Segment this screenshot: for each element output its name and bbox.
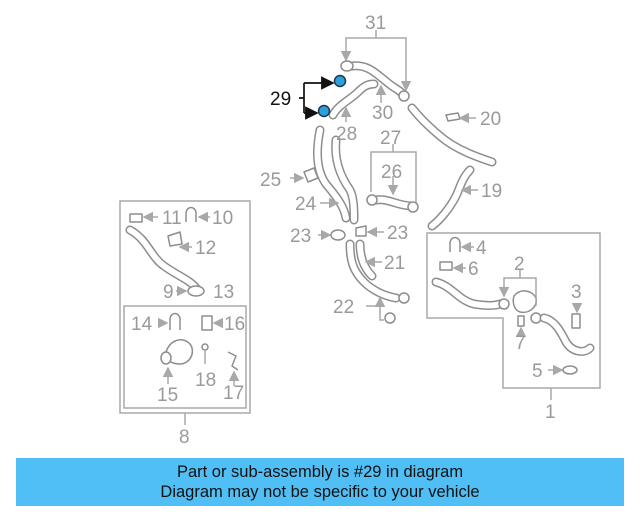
banner-line-2: Diagram may not be specific to your vehi… <box>160 483 480 501</box>
parts-23 <box>318 225 384 241</box>
pipe-24 <box>290 125 359 225</box>
callout-2: 2 <box>514 254 525 275</box>
callout-16: 16 <box>224 314 245 335</box>
callout-15: 15 <box>157 385 178 406</box>
callout-1: 1 <box>545 402 556 423</box>
callout-21: 21 <box>384 253 405 274</box>
pipe-19-20 <box>407 103 497 231</box>
callout-17: 17 <box>223 383 244 404</box>
callout-19: 19 <box>481 181 502 202</box>
callout-26: 26 <box>381 162 402 183</box>
callout-14: 14 <box>131 314 153 335</box>
callout-29: 29 <box>270 89 291 110</box>
callout-8: 8 <box>179 427 190 448</box>
callout-3: 3 <box>571 282 582 303</box>
callout-18: 18 <box>195 370 216 391</box>
callout-31: 31 <box>365 13 386 34</box>
callout-12: 12 <box>195 238 216 259</box>
callout-23b: 23 <box>387 223 408 244</box>
callout-9: 9 <box>163 282 174 303</box>
info-banner: Part or sub-assembly is #29 in diagram D… <box>16 458 624 506</box>
group-1-box <box>426 232 601 400</box>
callout-22: 22 <box>333 297 354 318</box>
group-8-box <box>119 200 251 425</box>
callout-25: 25 <box>260 170 281 191</box>
group-27 <box>366 144 419 213</box>
banner-line-1: Part or sub-assembly is #29 in diagram <box>176 463 464 481</box>
parts-diagram: 31 29 30 28 20 27 26 25 19 24 23 23 21 2… <box>119 13 601 448</box>
callout-20: 20 <box>480 109 501 130</box>
callout-11: 11 <box>162 208 182 229</box>
callout-28: 28 <box>336 124 357 145</box>
callout-13: 13 <box>213 282 234 303</box>
callout-5: 5 <box>532 361 543 382</box>
group-31 <box>328 30 412 122</box>
parts-21-22 <box>345 239 410 324</box>
callout-27: 27 <box>380 128 401 149</box>
callout-30: 30 <box>372 103 393 124</box>
callout-4: 4 <box>476 238 487 259</box>
callout-7: 7 <box>515 333 526 354</box>
callout-23a: 23 <box>290 226 311 247</box>
callout-6: 6 <box>468 259 479 280</box>
part-29-clamps <box>299 74 347 120</box>
callout-10: 10 <box>212 208 233 229</box>
callout-24: 24 <box>295 194 317 215</box>
